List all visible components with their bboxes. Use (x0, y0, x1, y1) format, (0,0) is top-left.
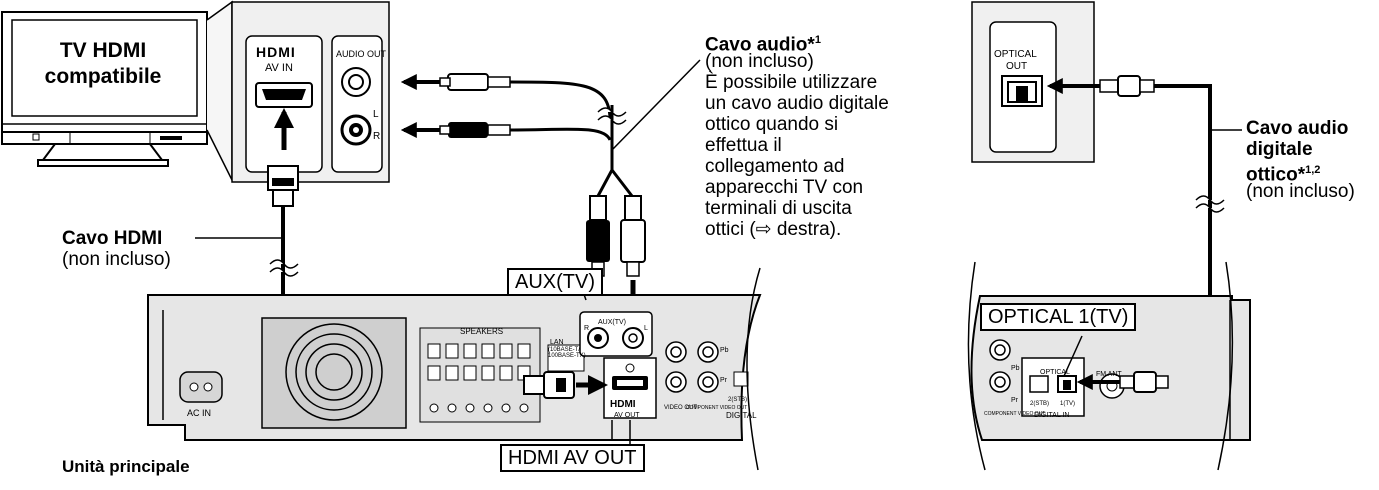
cable-break-mark (269, 259, 299, 277)
tv-connector-panel (206, 0, 390, 183)
aux-tv-callout: AUX(TV) (507, 268, 603, 296)
optical-plug-tv (1046, 75, 1155, 97)
tv-optical-label-1: OPTICAL (994, 49, 1037, 60)
cut-edge-right (1217, 261, 1234, 471)
optical-cable-note: (non incluso) (1246, 181, 1355, 202)
av-out-label: AV OUT (614, 412, 640, 419)
tv-av-in-label: AV IN (265, 62, 293, 74)
audio-cable-desc-0: È possibile utilizzare (705, 72, 878, 93)
optical-plug-unit (1076, 371, 1169, 393)
video-out-label: VIDEO OUT (664, 405, 698, 411)
audio-cable-desc-6: terminali di uscita (705, 198, 852, 219)
tv-r-label: R (373, 131, 381, 142)
aux-small-label: AUX(TV) (598, 319, 626, 326)
aux-l-label: L (644, 325, 648, 332)
component-label: COMPONENT VIDEO OUT (686, 405, 748, 411)
tv-title-line1: TV HDMI (59, 39, 147, 62)
fm-ant-label: FM ANT (1096, 371, 1122, 378)
digital-in-label: DIGITAL IN (1034, 412, 1070, 419)
lan-sub1: (10BASE-T/ (548, 347, 581, 353)
audio-cable-title: Cavo audio*1 (705, 30, 821, 55)
optical-cable-title-2: ottico*1,2 (1246, 160, 1320, 185)
optical-pb-label: Pb (1011, 365, 1020, 372)
hdmi-cable-title: Cavo HDMI (62, 228, 163, 249)
audio-cable-desc-5: apparecchi TV con (705, 177, 864, 198)
tv-optical-panel (971, 1, 1095, 163)
main-unit-rear (147, 294, 762, 441)
audio-cable-desc-4: collegamento ad (705, 156, 845, 177)
audio-cable-desc-1: un cavo audio digitale (705, 93, 889, 114)
optical-port-tv: 1(TV) (1060, 401, 1075, 407)
optical-unit-leader (1063, 335, 1083, 377)
tv-l-label: L (373, 109, 379, 120)
tv-hdmi-logo: HDMI (256, 44, 296, 60)
optical-cable-title-0: Cavo audio (1246, 118, 1349, 139)
audio-cable-footnote: 1 (814, 34, 821, 46)
optical-break-mark (1195, 195, 1225, 213)
hdmi-out-leader (611, 420, 631, 445)
cut-edge (746, 267, 761, 471)
aux-r-label: R (584, 325, 590, 332)
optical-cable-footnote: 1,2 (1305, 164, 1321, 176)
rca-plugs-tv (400, 73, 634, 197)
lan-label: LAN (550, 339, 564, 346)
audio-cable-leader (611, 59, 701, 151)
optical-1-tv-callout: OPTICAL 1(TV) (980, 303, 1137, 331)
optical-port-stb: 2(STB) (1030, 401, 1050, 407)
hdmi-av-out-callout: HDMI AV OUT (500, 444, 645, 472)
main-unit-caption: Unità principale (62, 457, 190, 476)
optical-cable-title-1: digitale (1246, 139, 1313, 160)
speakers-label: SPEAKERS (460, 327, 504, 336)
main-unit-rear-optical (970, 295, 1251, 441)
pr-label: Pr (720, 377, 727, 384)
hdmi-cable-note: (non incluso) (62, 249, 171, 270)
tv-audio-out-label: AUDIO OUT (336, 49, 387, 59)
optical-small-label: OPTICAL (1040, 369, 1070, 376)
optical-cable-title-text: ottico* (1246, 164, 1306, 186)
optical-component-label: COMPONENT VIDEO OUT (984, 411, 1046, 417)
optical-pr-label: Pr (1011, 397, 1018, 404)
audio-cable-desc-3: effettua il (705, 135, 782, 156)
stb-label: 2(STB) (728, 397, 748, 403)
tv-illustration (1, 11, 208, 167)
cut-edge-left (967, 261, 986, 471)
unit-hdmi-logo: HDMI (610, 399, 636, 410)
lan-sub2: 100BASE-TX) (548, 353, 586, 359)
pb-label: Pb (720, 347, 729, 354)
digital-label: DIGITAL (726, 411, 757, 420)
tv-title-line2: compatibile (44, 65, 162, 88)
audio-cable-note: (non incluso) (705, 51, 814, 72)
audio-cable-desc-7: ottici (⇨ destra). (705, 219, 842, 240)
hdmi-plug (267, 165, 299, 207)
hdmi-plug-unit (523, 371, 608, 399)
audio-cable-title-text: Cavo audio* (705, 34, 815, 56)
tv-optical-label-2: OUT (1006, 61, 1028, 72)
ac-in-label: AC IN (187, 408, 212, 418)
audio-cable-desc-2: ottico quando si (705, 114, 839, 135)
tv-title: TV HDMI compatibile (12, 38, 194, 90)
